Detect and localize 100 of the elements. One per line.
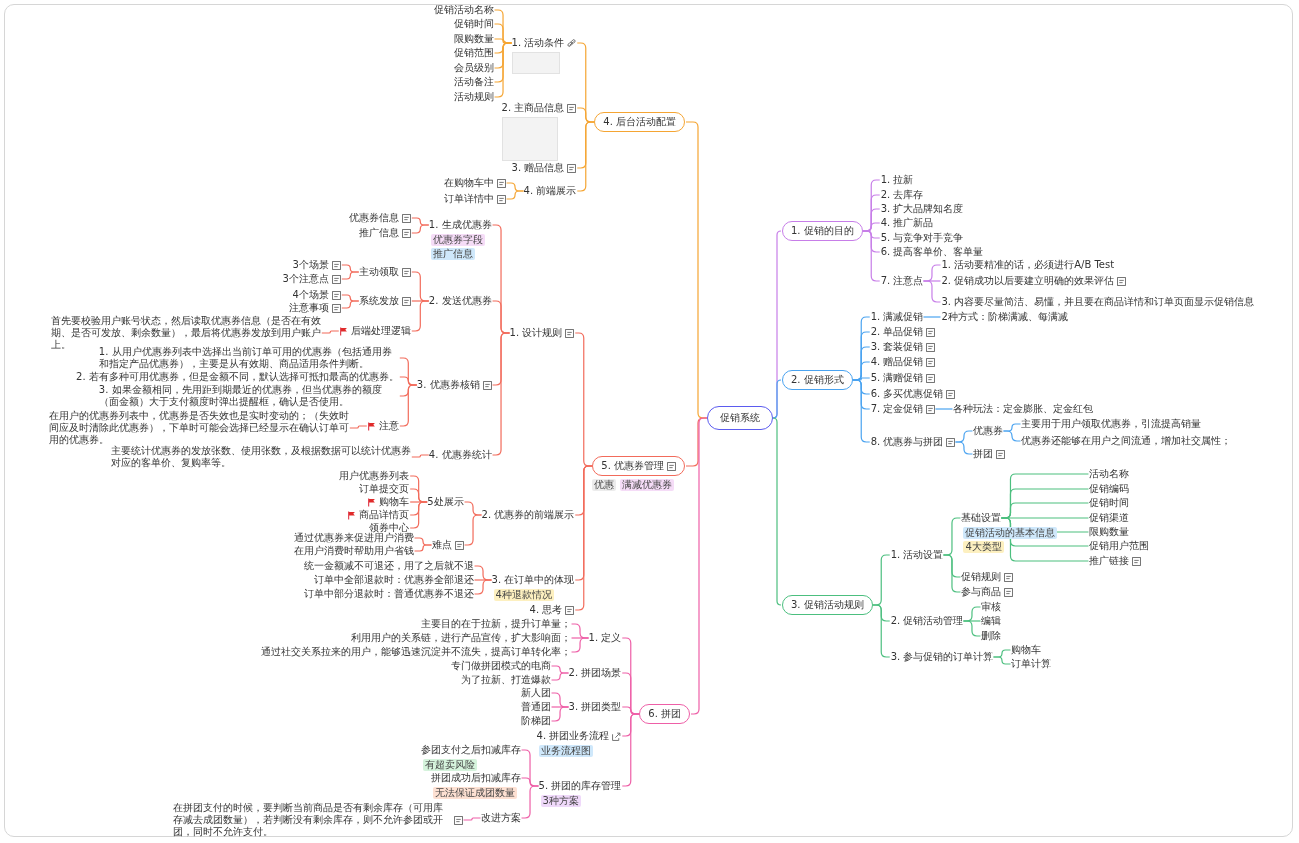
topic-text: 3个场景 [292,259,329,271]
topic-text: 4个场景 [292,289,329,301]
connector-line [1002,430,1022,442]
connector-line [321,330,340,334]
connector-line [922,316,942,318]
topic-text: 订单提交页 [359,483,410,495]
topic-text: 2. 促销活动管理 [890,615,964,627]
topic-text: 优惠券信息 [348,212,399,224]
topic-text: 阶梯团 [520,715,551,727]
topic-text: 主要目的在于拉新，提升订单量； [420,618,571,630]
connector-line [772,379,782,419]
topic-text: 4. 赠品促销 [870,356,924,368]
branch-topic-box: 6. 拼团 [639,704,690,724]
topic-text: 5. 拼团的库存管理 [538,780,622,792]
topic-text: 用户优惠券列表 [339,470,410,482]
topic-text: 8. 优惠券与拼团 [870,436,944,448]
connector-line [550,706,570,722]
topic-text: 2. 优惠券的前端展示 [481,509,575,521]
topic-text: 普通团 [520,701,551,713]
topic-text: 订单计算 [1011,658,1052,670]
topic-text: 活动备注 [453,76,494,88]
connector-line [411,300,430,332]
topic-text: 1. 满减促销 [870,311,924,323]
connector-line [462,817,482,821]
topic-text: 删除 [981,630,1002,642]
tag-label: 4大类型 [963,541,1004,553]
topic-text: 2. 促销成功以后要建立明确的效果评估 [941,275,1115,287]
topic-text: 2. 单品促销 [870,326,924,338]
topic-text: 新人团 [520,687,551,699]
topic-text: 在用户的优惠券列表中，优惠券是否失效也是实时变动的；（失效时间应及时清除此优惠券），下单时可能会选择已经显示在确认订单可用的优惠券。 [48,410,349,446]
topic-text: 促销规则 [961,571,1002,583]
topic-text: 通过社交关系拉来的用户，能够迅速沉淀并不流失，提高订单转化率； [260,646,571,658]
topic-text: 拼团成功后扣减库存 [430,772,521,784]
topic-text: 活动规则 [453,91,494,103]
connector-line [349,425,368,429]
connector-line [1000,517,1090,562]
connector-line [413,544,433,552]
topic-text: 改进方案 [480,812,521,824]
tag-label: 业务流程图 [538,745,593,757]
topic-text: 各种玩法：定金膨胀、定金红包 [953,403,1094,415]
connector-line [341,271,360,280]
tag-label: 优惠券字段 [430,234,485,246]
connector-line [954,441,974,455]
topic-text: 3个注意点 [282,273,329,285]
topic-text: 3. 拼团类型 [568,701,622,713]
connector-line [922,280,942,303]
branch-topic-box: 1. 促销的目的 [782,221,863,241]
topic-text: 1. 活动要精准的话，必须进行A/B Test [941,259,1115,271]
tag-label: 4种退款情况 [493,589,554,601]
topic-text: 6. 提高客单价、客单量 [880,246,984,258]
branch-topic-box: 2. 促销形式 [782,370,853,390]
topic-text: 订单详情中 [443,193,494,205]
topic-text: 活动名称 [1089,468,1130,480]
topic-text: 后端处理逻辑 [350,325,411,337]
topic-text: 4. 前端展示 [523,185,577,197]
topic-text: 在购物车中 [443,177,494,189]
topic-text: 3. 在订单中的体现 [491,574,575,586]
topic-text: 3. 套装促销 [870,341,924,353]
connector-line [505,190,525,200]
connector-line [409,501,428,529]
connector-line [463,514,483,546]
topic-text: 7. 注意点 [880,275,924,287]
connector-line [550,672,570,681]
topic-text: 2. 发送优惠券 [428,295,492,307]
topic-text: 促销编码 [1089,483,1130,495]
topic-text: 5. 满赠促销 [870,372,924,384]
topic-text: 4. 拼团业务流程 [536,730,610,742]
topic-text: 编辑 [981,615,1002,627]
tag-label: 有超卖风险 [422,759,477,771]
topic-text: 促销时间 [1089,497,1130,509]
topic-text: 限购数量 [453,33,494,45]
branch-topic-box: 3. 促销活动规则 [782,595,873,615]
connector-line [992,656,1012,665]
topic-text: 2. 拼团场景 [568,667,622,679]
topic-text: 2. 若有多种可用优惠券，但是金额不同，默认选择可抵扣最高的优惠券。 [76,371,399,383]
tag-label: 满减优惠券 [620,479,675,491]
topic-text: 2种方式：阶梯满减、每满减 [941,311,1068,323]
topic-text: 会员级别 [453,62,494,74]
connector-line [411,224,430,234]
topic-text: 3. 内容要尽量简洁、易懂，并且要在商品详情和订单页面显示促销信息 [941,296,1262,308]
connector-line [942,554,962,593]
topic-text: 订单中部分退款时：普通优惠券不退还 [303,588,474,600]
topic-text: 优惠券 [973,425,1004,437]
branch-topic-box: 4. 后台活动配置 [594,112,685,132]
topic-text: 主动领取 [358,266,399,278]
topic-text: 在用户消费时帮助用户省钱 [293,545,414,557]
connector-line [962,620,982,637]
branch-topic-box [592,456,685,476]
tag-label: 推广信息 [430,248,475,260]
connector-line [493,42,513,98]
topic-text: 4. 思考 [529,604,563,616]
topic-text: 购物车 [379,496,410,508]
topic-text: 5处展示 [427,496,464,508]
tag-label: 促销活动的基本信息 [963,527,1058,539]
central-topic-box: 促销系统 [707,406,773,430]
tag-label: 3种方案 [540,795,581,807]
topic-text: 1. 设计规则 [509,327,563,339]
topic-text: 难点 [431,539,452,551]
topic-text: 拼团 [973,448,994,460]
connector-line [934,408,954,410]
